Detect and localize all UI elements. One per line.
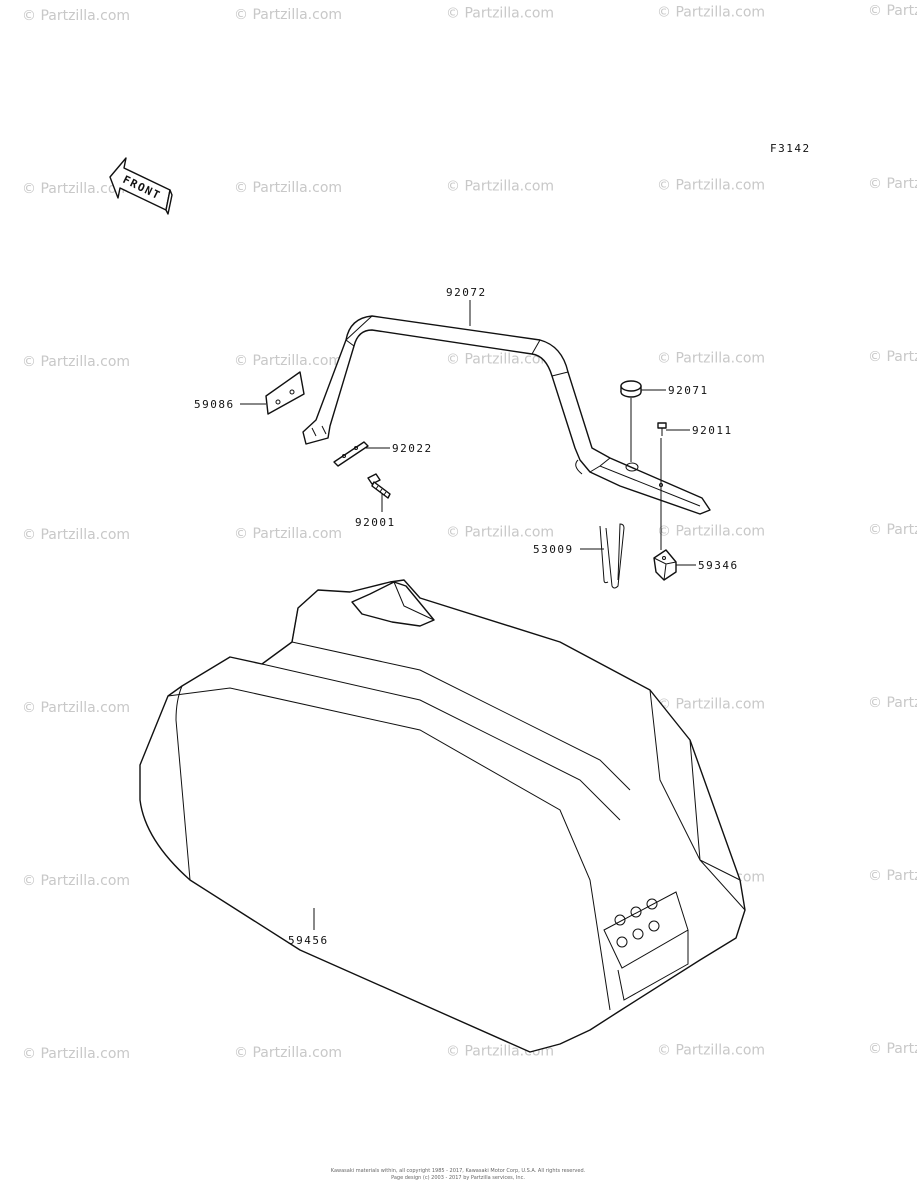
grommet-92071-drawing [620,380,642,398]
case-59456-drawing [139,579,746,1053]
watermark: © Partzilla.com [657,523,765,539]
watermark: © Partzilla.com [657,177,765,193]
watermark: © Partzilla.com [234,526,342,542]
clip-53009-drawing [599,523,625,589]
watermark: © Partzilla.com [234,7,342,23]
watermark: © Partzilla.com [657,696,765,712]
page-design-line: Page design (c) 2003 - 2017 by Partzilla… [391,1175,525,1181]
cap-59346-drawing [653,549,677,581]
watermark: © Partzilla.com [446,352,554,368]
watermark: © Partzilla.com [868,868,917,884]
watermark: © Partzilla.com [868,3,917,19]
part-label-92071[interactable]: 92071 [668,384,709,397]
watermark: © Partzilla.com [446,179,554,195]
watermark: © Partzilla.com [657,350,765,366]
copyright-line: Kawasaki materials within, all copyright… [331,1168,586,1174]
watermark: © Partzilla.com [446,6,554,22]
watermark: © Partzilla.com [22,181,130,197]
bolt-92001-drawing [367,473,391,499]
leader-lines [240,300,696,930]
watermark: © Partzilla.com [22,527,130,543]
front-arrow-icon: FRONT [109,157,173,215]
watermark: © Partzilla.com [234,1045,342,1061]
watermark: © Partzilla.com [657,1042,765,1058]
pad-59086-drawing [265,371,305,415]
carrier-bar-drawing [302,315,711,515]
watermark: © Partzilla.com [868,1041,917,1057]
screw-92011-drawing [657,422,667,436]
plate-92022-drawing [333,441,369,467]
watermark: © Partzilla.com [234,353,342,369]
figure-code: F3142 [770,142,811,155]
part-labels: 92072 59086 92022 92001 92071 92011 5300… [194,286,739,947]
part-label-59346[interactable]: 59346 [698,559,739,572]
watermark: © Partzilla.com [234,180,342,196]
watermark: © Partzilla.com [22,354,130,370]
watermark: © Partzilla.com [22,873,130,889]
watermark: © Partzilla.com [22,700,130,716]
part-label-59086[interactable]: 59086 [194,398,235,411]
watermark: © Partzilla.com [868,522,917,538]
watermark: © Partzilla.com [22,8,130,24]
part-label-53009[interactable]: 53009 [533,543,574,556]
part-label-92022[interactable]: 92022 [392,442,433,455]
part-label-92011[interactable]: 92011 [692,424,733,437]
watermark: © Partzilla.com [22,1046,130,1062]
part-label-92072[interactable]: 92072 [446,286,487,299]
watermark: © Partzilla.com [446,525,554,541]
watermark: © Partzilla.com [657,4,765,20]
part-label-59456[interactable]: 59456 [288,934,329,947]
watermark: © Partzilla.com [868,349,917,365]
watermark: © Partzilla.com [868,176,917,192]
watermark: © Partzilla.com [868,695,917,711]
part-label-92001[interactable]: 92001 [355,516,396,529]
